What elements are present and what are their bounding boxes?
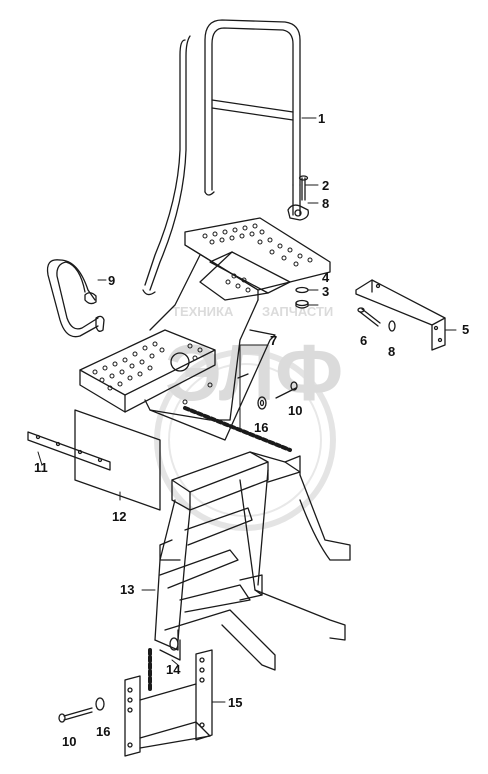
washer-right	[388, 320, 396, 332]
clamp-bracket	[287, 204, 309, 221]
watermark-circle-left	[154, 349, 336, 531]
watermark-letters: ЭЛФ	[165, 328, 343, 417]
callout-10-mid: 10	[288, 403, 302, 418]
washer-mid	[257, 396, 267, 410]
washer-lower	[169, 637, 179, 651]
bolt-right	[357, 307, 381, 327]
callout-4: 4	[322, 270, 330, 285]
lower-step-holes	[92, 341, 213, 405]
bolt-top	[298, 175, 309, 201]
assembly-dashed-lines	[148, 406, 292, 692]
upper-step-holes	[202, 223, 313, 293]
callout-16-mid: 16	[254, 420, 268, 435]
mounting-bracket	[355, 279, 446, 351]
callout-16-lower: 16	[96, 724, 110, 739]
bolt-lower	[58, 707, 93, 723]
lower-step-platform	[79, 329, 276, 441]
callout-labels: 1 2 3 4 5 6 7 8 8 9 10 10 11 12 13 14 15…	[34, 111, 469, 749]
callout-3: 3	[322, 284, 329, 299]
mud-flap-plate	[74, 409, 161, 511]
callout-10-lower: 10	[62, 734, 76, 749]
watermark-text-bottom: ЗАПЧАСТИ	[262, 304, 333, 319]
callout-9: 9	[108, 273, 115, 288]
handrail	[142, 19, 301, 296]
bolt-mid	[275, 381, 298, 399]
callout-12: 12	[112, 509, 126, 524]
callout-8-top: 8	[322, 196, 329, 211]
watermark-text-top: ТЕХНИКА	[172, 304, 234, 319]
grab-handle	[46, 259, 105, 338]
upper-step-platform	[149, 217, 331, 421]
callout-8-right: 8	[388, 344, 395, 359]
callout-6: 6	[360, 333, 367, 348]
washer-lower-left	[95, 697, 105, 711]
callout-5: 5	[462, 322, 469, 337]
washer-stack	[295, 286, 309, 309]
clamping-strip	[27, 431, 111, 471]
callout-7: 7	[270, 333, 277, 348]
callout-1: 1	[318, 111, 325, 126]
lower-ladder	[124, 649, 213, 757]
leader-lines	[37, 117, 457, 703]
callout-14: 14	[166, 662, 181, 677]
callout-13: 13	[120, 582, 134, 597]
callout-15: 15	[228, 695, 242, 710]
watermark: ТЕХНИКА ЗАПЧАСТИ ЭЛФ	[154, 304, 343, 531]
callout-2: 2	[322, 178, 329, 193]
callout-11: 11	[34, 460, 48, 475]
step-frame	[154, 451, 351, 671]
